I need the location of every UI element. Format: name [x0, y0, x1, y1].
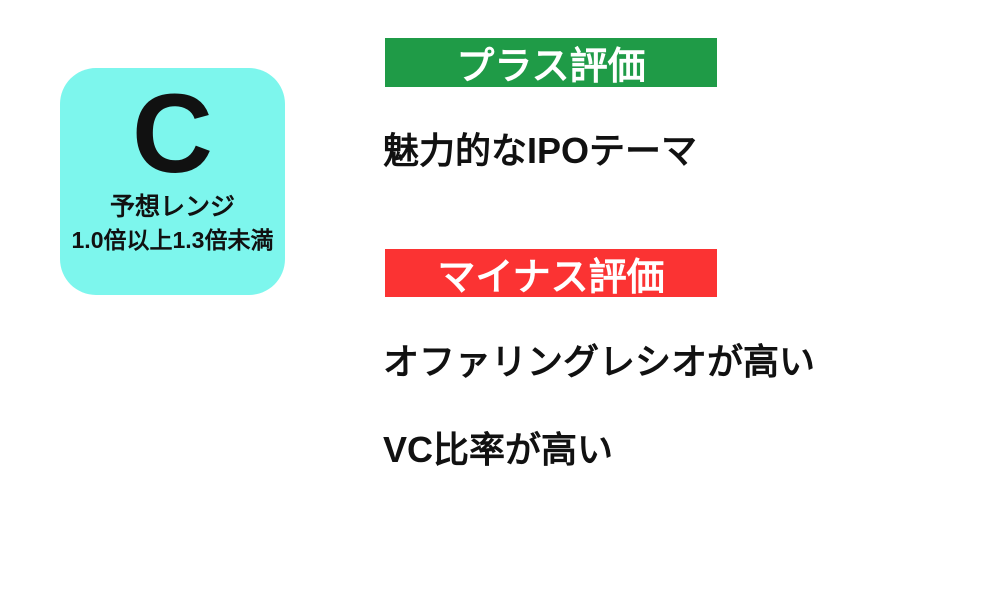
minus-evaluation-item: オファリングレシオが高い: [383, 341, 816, 382]
plus-evaluation-item: 魅力的なIPOテーマ: [383, 130, 698, 171]
rating-range-label: 予想レンジ: [109, 193, 235, 221]
minus-evaluation-item: VC比率が高い: [383, 429, 614, 470]
rating-range-value: 1.0倍以上1.3倍未満: [71, 227, 274, 254]
rating-grade: C: [132, 71, 213, 196]
plus-evaluation-banner: プラス評価: [385, 38, 717, 88]
minus-evaluation-banner: マイナス評価: [385, 249, 717, 299]
rating-badge: C 予想レンジ 1.0倍以上1.3倍未満: [60, 68, 285, 295]
